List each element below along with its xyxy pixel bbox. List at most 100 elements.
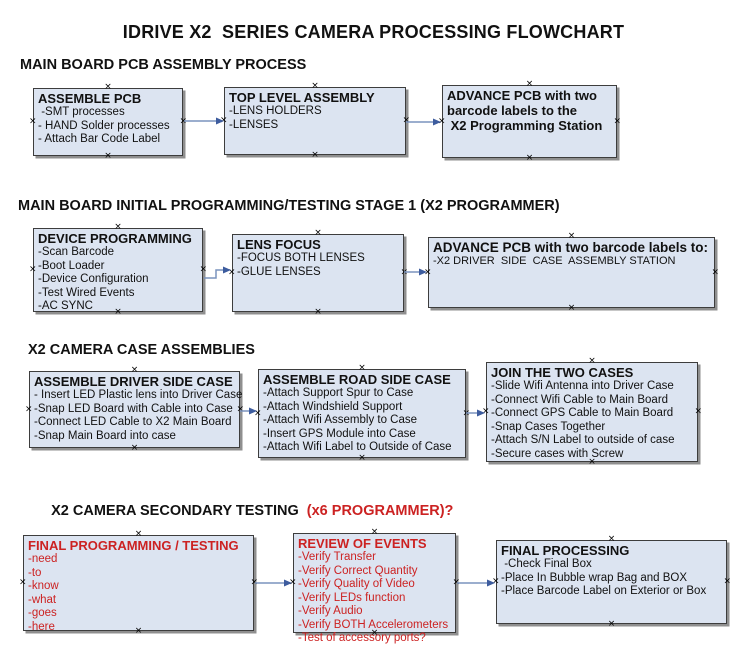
- process-box-assemble-road-side-case: ASSEMBLE ROAD SIDE CASE -Attach Support …: [254, 364, 470, 463]
- box-line: -to: [28, 566, 42, 579]
- process-box-advance-pcb-driver-side: ADVANCE PCB with two barcode labels to: …: [424, 232, 719, 313]
- connection-handle-left: ×: [289, 577, 297, 588]
- section-header-secondary-testing: X2 CAMERA SECONDARY TESTING (x6 PROGRAMM…: [35, 487, 453, 535]
- box-title: FINAL PROCESSING: [501, 543, 630, 558]
- connector-arrow-2: [406, 118, 441, 126]
- box-line: -Attach S/N Label to outside of case: [491, 434, 675, 446]
- connector-arrow-7: [255, 579, 292, 587]
- box-line: -Insert GPS Module into Case: [263, 427, 416, 440]
- process-box-advance-pcb-programming-station: ADVANCE PCB with two barcode labels to t…: [438, 80, 621, 163]
- box-line: -Test of accessory ports?: [298, 632, 426, 644]
- box-line: -Connect LED Cable to X2 Main Board: [34, 416, 232, 428]
- box-line: -GLUE LENSES: [237, 265, 321, 278]
- box-title: DEVICE PROGRAMMING: [38, 231, 192, 246]
- connector-arrow-3: [204, 266, 231, 279]
- box-title: REVIEW OF EVENTS: [298, 536, 427, 551]
- box-line: -Slide Wifi Antenna into Driver Case: [491, 380, 674, 392]
- connection-handle-right: ×: [402, 115, 410, 126]
- connection-handle-right: ×: [711, 267, 719, 277]
- connection-handle-bottom: ×: [314, 307, 322, 317]
- connection-handle-bottom: ×: [567, 303, 576, 313]
- box-line: -need: [28, 553, 58, 565]
- box-title: ASSEMBLE DRIVER SIDE CASE: [34, 374, 233, 389]
- connection-handle-left: ×: [19, 577, 27, 588]
- box-line: - HAND Solder processes: [38, 119, 170, 132]
- box-title: JOIN THE TWO CASES: [491, 365, 634, 380]
- box-line: -what: [28, 593, 57, 606]
- box-line: -Check Final Box: [501, 558, 592, 570]
- box-line: -Attach Wifi Label to Outside of Case: [263, 441, 452, 453]
- box-line: -Verify Transfer: [298, 551, 376, 563]
- section-header-case-assemblies: X2 CAMERA CASE ASSEMBLIES: [28, 342, 255, 358]
- box-title: TOP LEVEL ASSEMBLY: [229, 90, 375, 105]
- connector-arrow-6: [466, 409, 485, 417]
- process-box-final-processing: FINAL PROCESSING -Check Final Box -Place…: [492, 535, 731, 629]
- connector-arrow-5: [240, 407, 257, 415]
- connection-handle-bottom: ×: [104, 151, 112, 161]
- box-title: LENS FOCUS: [237, 237, 321, 252]
- connection-handle-left: ×: [492, 576, 500, 587]
- box-line: -here: [28, 620, 55, 633]
- box-line: -Place In Bubble wrap Bag and BOX: [501, 571, 688, 584]
- box-title: ADVANCE PCB with two barcode labels to:: [433, 240, 709, 255]
- connector-arrow-4: [404, 268, 427, 276]
- process-box-top-level-assembly: TOP LEVEL ASSEMBLY -LENS HOLDERS -LENSES…: [220, 82, 410, 160]
- box-line: -Connect GPS Cable to Main Board: [491, 407, 674, 419]
- connection-handle-right: ×: [462, 408, 470, 418]
- connection-handle-right: ×: [199, 264, 207, 275]
- process-box-assemble-pcb: ASSEMBLE PCB -SMT processes - HAND Solde…: [29, 83, 187, 161]
- connection-handle-left: ×: [254, 408, 262, 418]
- process-box-join-the-two-cases: JOIN THE TWO CASES -Slide Wifi Antenna i…: [482, 357, 702, 467]
- box-line: -X2 DRIVER SIDE CASE ASSEMBLY STATION: [433, 255, 676, 267]
- connection-handle-left: ×: [29, 116, 37, 127]
- box-title: ADVANCE PCB with two barcode labels to t…: [447, 88, 603, 133]
- box-line: -Test Wired Events: [38, 286, 135, 299]
- section-header-pcb-assembly: MAIN BOARD PCB ASSEMBLY PROCESS: [20, 57, 307, 73]
- connection-handle-right: ×: [613, 116, 621, 126]
- connection-handle-left: ×: [424, 267, 432, 277]
- process-box-final-programming-testing: FINAL PROGRAMMING / TESTING -need -to -k…: [19, 530, 258, 636]
- connection-handle-bottom: ×: [311, 150, 319, 160]
- box-line: - Insert LED Plastic lens into Driver Ca…: [34, 389, 243, 401]
- connection-handle-bottom: ×: [358, 453, 366, 463]
- box-line: -know: [28, 580, 59, 592]
- box-line: -AC SYNC: [38, 300, 93, 312]
- box-line: -Device Configuration: [38, 273, 149, 285]
- box-line: -Attach Wifi Assembly to Case: [263, 414, 418, 426]
- box-title: FINAL PROGRAMMING / TESTING: [28, 538, 239, 553]
- section-header-red-part: (x6 PROGRAMMER)?: [302, 503, 454, 519]
- box-line: -goes: [28, 607, 57, 619]
- process-box-device-programming: DEVICE PROGRAMMING -Scan Barcode -Boot L…: [29, 223, 207, 317]
- connection-handle-right: ×: [179, 116, 187, 127]
- box-line: -SMT processes: [38, 106, 125, 118]
- box-title: ASSEMBLE ROAD SIDE CASE: [263, 372, 451, 387]
- connection-handle-left: ×: [25, 404, 33, 414]
- process-box-lens-focus: LENS FOCUS -FOCUS BOTH LENSES -GLUE LENS…: [228, 229, 408, 317]
- process-box-review-of-events: REVIEW OF EVENTS -Verify Transfer -Verif…: [289, 528, 460, 645]
- connector-arrow-8: [457, 579, 495, 587]
- connection-handle-left: ×: [438, 116, 446, 126]
- box-line: -FOCUS BOTH LENSES: [237, 252, 365, 264]
- connection-handle-bottom: ×: [525, 153, 534, 163]
- connection-handle-left: ×: [482, 406, 490, 417]
- connection-handle-left: ×: [29, 264, 37, 275]
- section-header-initial-programming: MAIN BOARD INITIAL PROGRAMMING/TESTING S…: [18, 198, 560, 214]
- connection-handle-right: ×: [452, 577, 460, 588]
- connector-arrow-1: [184, 117, 224, 125]
- connection-handle-bottom: ×: [607, 619, 616, 629]
- box-line: -LENS HOLDERS: [229, 105, 322, 117]
- box-line: -Snap Main Board into case: [34, 429, 176, 442]
- box-line: -Verify Audio: [298, 605, 363, 617]
- flowchart-title: IDRIVE X2 SERIES CAMERA PROCESSING FLOWC…: [122, 22, 625, 42]
- box-line: -Attach Windshield Support: [263, 400, 403, 413]
- connection-handle-right: ×: [400, 267, 408, 278]
- connection-handle-left: ×: [220, 115, 228, 126]
- connection-handle-left: ×: [228, 267, 236, 278]
- connection-handle-right: ×: [236, 404, 244, 414]
- box-line: -Verify Quality of Video: [298, 578, 415, 590]
- box-line: -Verify LEDs function: [298, 591, 406, 604]
- connection-handle-right: ×: [250, 577, 258, 588]
- box-line: -Secure cases with Screw: [491, 447, 624, 460]
- box-line: -Snap LED Board with Cable into Case: [34, 402, 233, 415]
